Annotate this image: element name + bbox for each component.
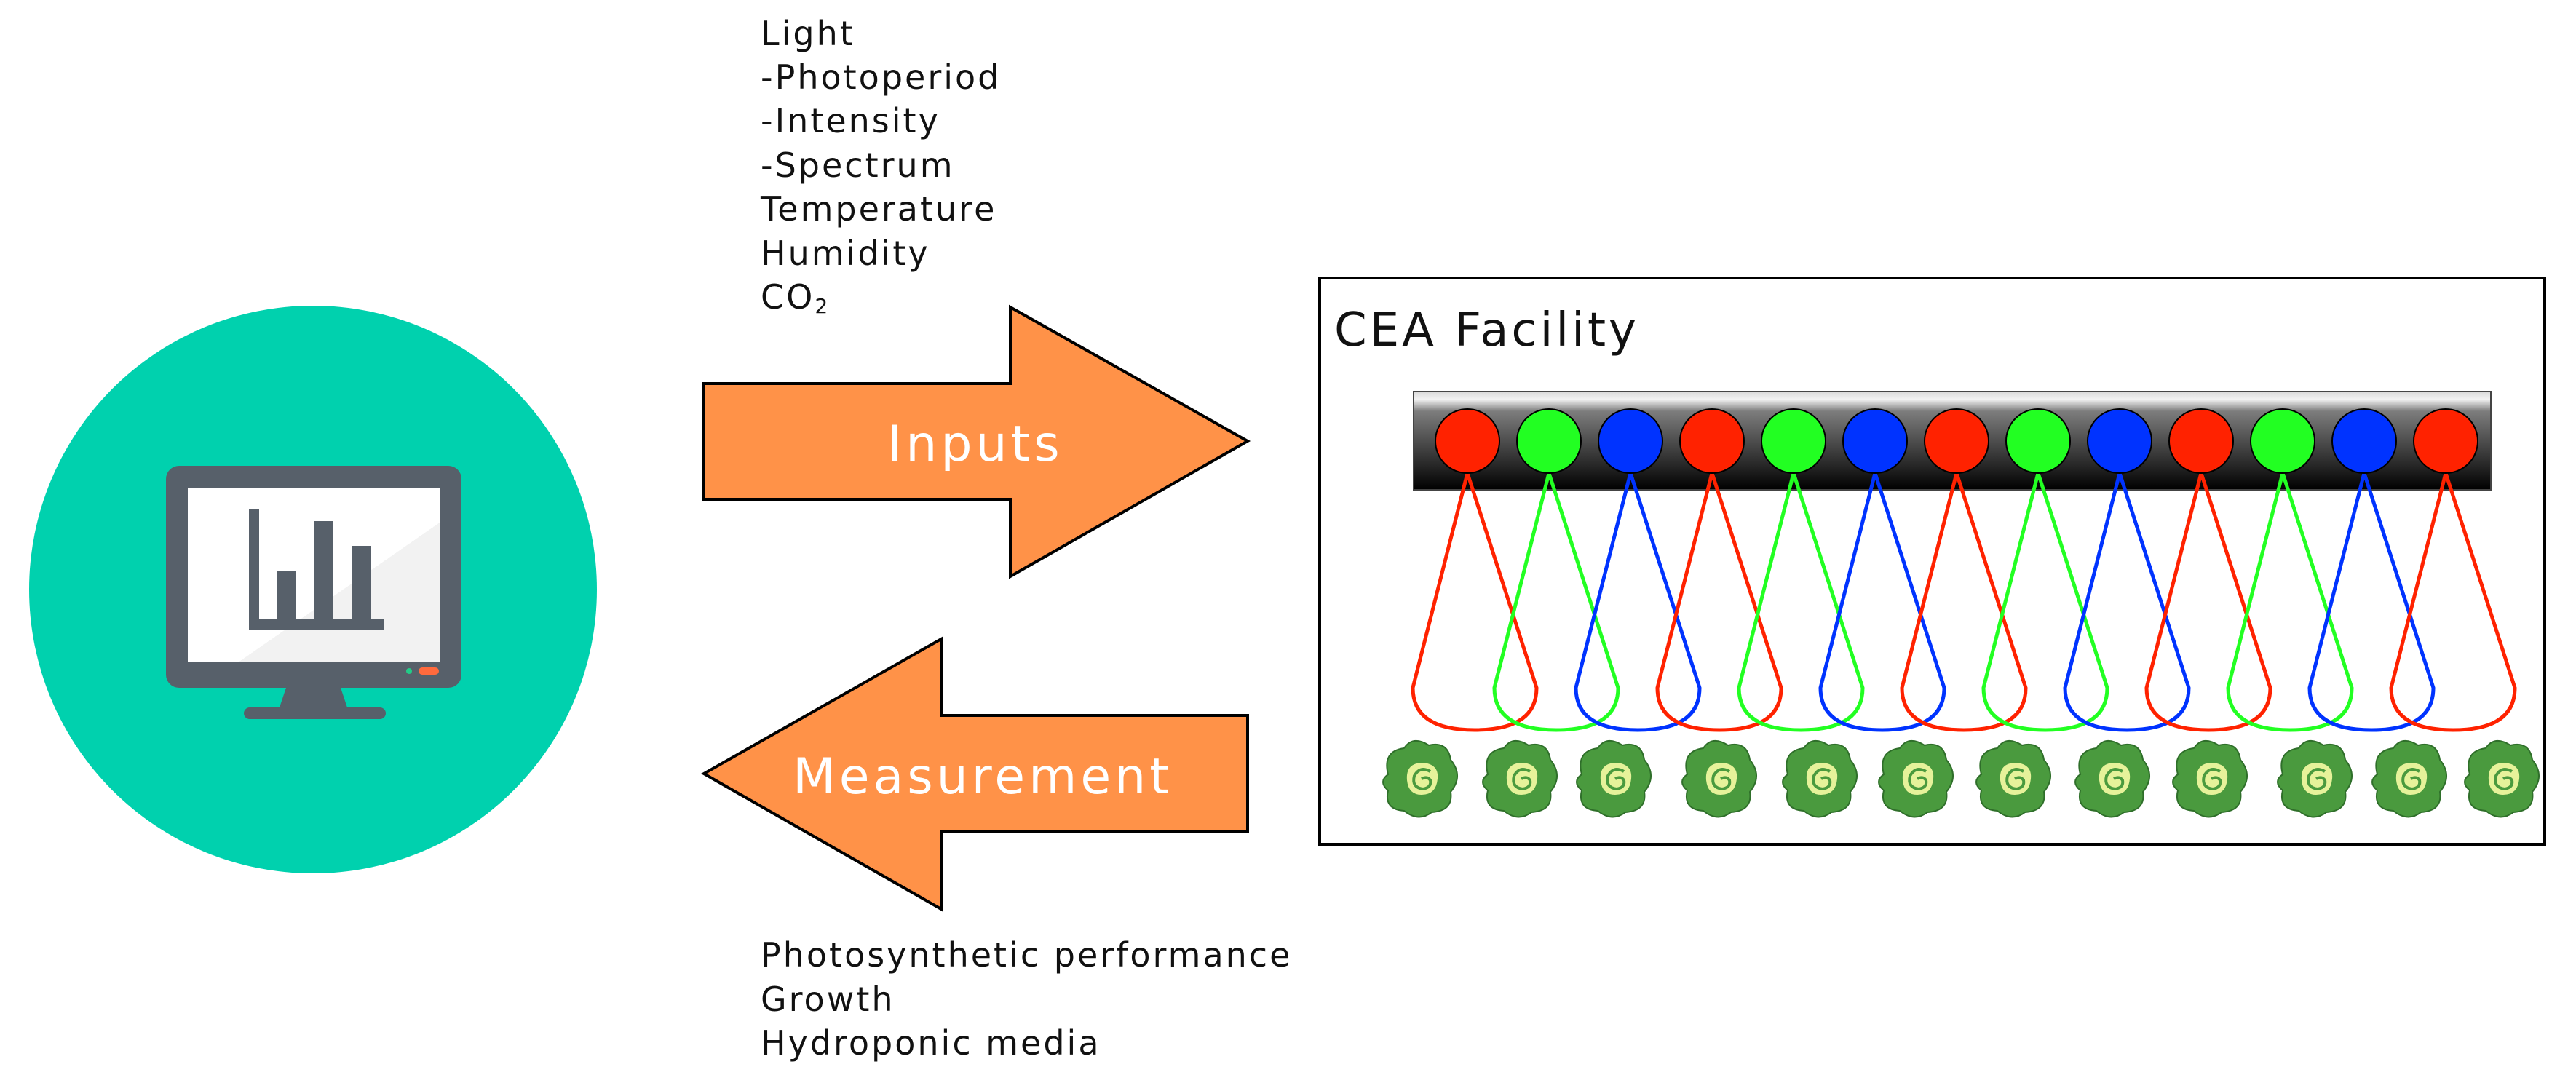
measurement-list-line: Hydroponic media — [761, 1023, 1101, 1063]
computer-monitor-chart-icon — [29, 306, 597, 873]
lettuce-plant-icon — [1482, 740, 1558, 818]
led-red — [2413, 408, 2478, 474]
light-beam-blue — [1818, 472, 1946, 732]
lettuce-plant-icon — [2277, 740, 2353, 818]
led-red — [1924, 408, 1989, 474]
inputs-arrow: Inputs — [702, 304, 1251, 579]
measurement-list: Photosynthetic performance Growth Hydrop… — [761, 935, 1292, 1063]
light-beam-red — [1411, 472, 1539, 732]
lettuce-plant-icon — [2074, 740, 2150, 818]
co2-subscript: 2 — [815, 294, 830, 318]
light-beam-blue — [2307, 472, 2436, 732]
plant-row — [1382, 740, 2540, 818]
lettuce-plant-icon — [1681, 740, 1757, 818]
inputs-list-line: -Intensity — [761, 101, 940, 140]
measurement-arrow: Measurement — [700, 636, 1249, 912]
led-blue — [1842, 408, 1908, 474]
light-beam-red — [2144, 472, 2272, 732]
led-blue — [2087, 408, 2152, 474]
lettuce-plant-icon — [1576, 740, 1652, 818]
inputs-list: Light -Photoperiod -Intensity -Spectrum … — [760, 14, 1001, 318]
lettuce-plant-icon — [2371, 740, 2447, 818]
led-green — [1516, 408, 1582, 474]
inputs-list-line: -Photoperiod — [761, 57, 1001, 97]
cea-facility: CEA Facility — [1318, 277, 2546, 846]
led-red — [1679, 408, 1745, 474]
led-array — [1435, 408, 2478, 474]
inputs-list-line: Humidity — [761, 234, 930, 273]
light-beam-green — [1492, 472, 1620, 732]
light-beam-red — [1655, 472, 1783, 732]
lettuce-plant-icon — [1878, 740, 1954, 818]
light-beam-red — [2389, 472, 2517, 732]
co2-main: CO — [761, 277, 815, 317]
inputs-arrow-label: Inputs — [887, 416, 1063, 473]
measurement-arrow-label: Measurement — [793, 748, 1173, 806]
light-beam-green — [1981, 472, 2109, 732]
inputs-list-line: CO2 — [761, 277, 830, 318]
lettuce-plant-icon — [1975, 740, 2051, 818]
lettuce-plant-icon — [1382, 740, 1458, 818]
inputs-list-line: Light — [761, 14, 855, 53]
lettuce-plant-icon — [2172, 740, 2248, 818]
light-beam-green — [2226, 472, 2354, 732]
led-green — [1761, 408, 1826, 474]
led-blue — [2331, 408, 2397, 474]
led-green — [2005, 408, 2071, 474]
led-blue — [1598, 408, 1663, 474]
light-beams — [1411, 472, 2517, 732]
lettuce-plant-icon — [1782, 740, 1858, 818]
light-beam-green — [1737, 472, 1865, 732]
light-beam-red — [1900, 472, 2028, 732]
measurement-list-line: Growth — [761, 980, 895, 1019]
measurement-list-line: Photosynthetic performance — [761, 935, 1292, 975]
led-red — [1435, 408, 1500, 474]
light-beam-blue — [2063, 472, 2191, 732]
inputs-list-line: Temperature — [760, 189, 996, 229]
light-beam-blue — [1574, 472, 1702, 732]
facility-title: CEA Facility — [1334, 304, 1639, 357]
led-red — [2168, 408, 2234, 474]
inputs-list-line: -Spectrum — [761, 146, 955, 185]
led-green — [2250, 408, 2315, 474]
lettuce-plant-icon — [2464, 740, 2540, 818]
